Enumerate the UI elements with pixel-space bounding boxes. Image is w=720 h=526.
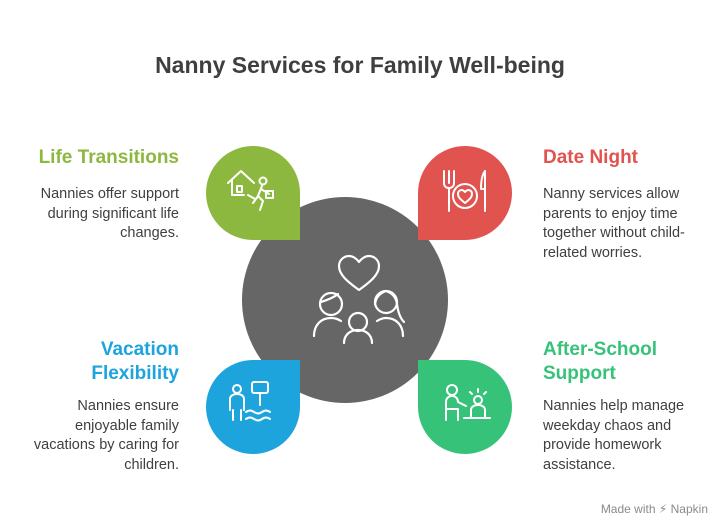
date-night-label: Date Night bbox=[543, 147, 638, 168]
desc-line: Nannies offer support bbox=[40, 186, 179, 202]
center-circle bbox=[242, 197, 448, 403]
after-school-support-shape[interactable] bbox=[418, 360, 512, 454]
label-line: Flexibility bbox=[91, 363, 179, 384]
vacation-flexibility-label: Vacation Flexibility bbox=[91, 338, 179, 386]
dinner-plate-heart-icon bbox=[443, 170, 486, 212]
desc-line: together without child- bbox=[543, 225, 685, 241]
desc-line: children. bbox=[124, 456, 179, 473]
vacation-flexibility-shape[interactable] bbox=[206, 360, 300, 454]
brand-name: Napkin bbox=[670, 502, 708, 516]
date-night-shape[interactable] bbox=[418, 146, 512, 240]
vacation-flexibility-desc: Nannies ensure enjoyable family vacation… bbox=[34, 397, 179, 475]
desc-line: parents to enjoy time bbox=[543, 205, 678, 222]
label-line: Support bbox=[543, 363, 616, 384]
homework-help-icon bbox=[445, 384, 491, 421]
home-moving-icon bbox=[227, 170, 274, 211]
after-school-support-label: After-School Support bbox=[543, 338, 657, 386]
label-line: Vacation bbox=[100, 339, 179, 360]
desc-line: assistance. bbox=[543, 456, 616, 473]
label-line: After-School bbox=[543, 339, 657, 360]
life-transitions-shape[interactable] bbox=[206, 146, 300, 240]
after-school-support-desc: Nannies help manage weekday chaos and pr… bbox=[543, 397, 684, 475]
desc-line: vacations by caring for bbox=[33, 437, 179, 453]
napkin-logo-icon: ⚡ bbox=[658, 502, 668, 516]
desc-line: provide homework bbox=[543, 437, 662, 453]
desc-line: during significant life bbox=[47, 205, 179, 222]
desc-line: Nanny services allow bbox=[543, 186, 680, 202]
desc-line: changes. bbox=[120, 225, 179, 241]
desc-line: Nannies ensure bbox=[77, 398, 179, 414]
made-with-text: Made with bbox=[600, 502, 656, 516]
desc-line: Nannies help manage bbox=[543, 398, 685, 414]
vacation-swim-icon bbox=[229, 381, 271, 422]
footer-credit[interactable]: Made with ⚡ Napkin bbox=[601, 502, 708, 516]
desc-line: weekday chaos and bbox=[543, 417, 672, 434]
page-title: Nanny Services for Family Well-being bbox=[155, 52, 565, 78]
life-transitions-desc: Nannies offer support during significant… bbox=[41, 185, 179, 244]
life-transitions-label: Life Transitions bbox=[38, 147, 179, 168]
date-night-desc: Nanny services allow parents to enjoy ti… bbox=[543, 185, 685, 263]
family-heart-icon bbox=[312, 254, 406, 345]
desc-line: related worries. bbox=[543, 244, 643, 261]
desc-line: enjoyable family bbox=[75, 417, 179, 434]
